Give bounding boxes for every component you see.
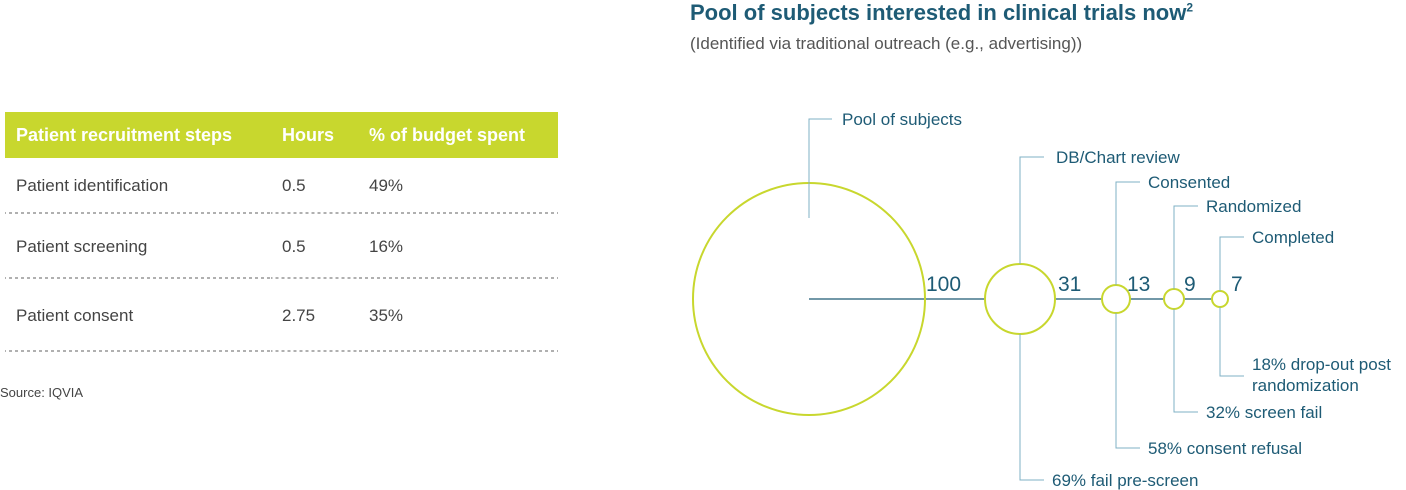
leader-dropout [1219, 307, 1244, 377]
cell-budget: 35% [358, 279, 558, 352]
leader-screen-fail [1173, 309, 1198, 413]
label-db-chart-review: DB/Chart review [1056, 148, 1180, 167]
leader-randomized [1173, 205, 1198, 289]
header-budget: % of budget spent [369, 124, 525, 145]
cell-budget: 16% [358, 214, 558, 279]
label-consented: Consented [1148, 173, 1230, 192]
recruitment-steps-table: Patient recruitment steps Hours % of bud… [5, 112, 558, 352]
label-randomized: Randomized [1206, 197, 1301, 216]
leader-consented [1115, 181, 1140, 285]
header-steps: Patient recruitment steps [16, 124, 233, 145]
label-fail-prescreen: 69% fail pre-screen [1052, 471, 1198, 490]
stage-circle-randomized [1163, 288, 1185, 310]
value-100: 100 [926, 273, 961, 296]
cell-step: Patient identification [5, 158, 271, 214]
label-screen-fail: 32% screen fail [1206, 403, 1322, 422]
table-row: Patient consent 2.75 35% [5, 279, 558, 352]
cell-hours: 2.75 [271, 279, 358, 352]
leader-pool [808, 118, 832, 218]
cell-step: Patient screening [5, 214, 271, 279]
table-row: Patient screening 0.5 16% [5, 214, 558, 279]
leader-consent-refusal [1115, 313, 1140, 449]
value-31: 31 [1058, 273, 1081, 296]
label-completed: Completed [1252, 228, 1334, 247]
leader-db-review [1019, 156, 1044, 264]
leader-fail-prescreen [1019, 334, 1044, 481]
stage-circle-completed [1211, 290, 1229, 308]
label-dropout-line1: 18% drop-out post [1252, 355, 1391, 374]
recruitment-table-container: Patient recruitment steps Hours % of bud… [5, 112, 558, 352]
cell-budget: 49% [358, 158, 558, 214]
stage-circle-db-review [984, 263, 1056, 335]
funnel-title-text: Pool of subjects interested in clinical … [690, 0, 1187, 25]
value-7: 7 [1231, 273, 1243, 296]
cell-hours: 0.5 [271, 158, 358, 214]
cell-step: Patient consent [5, 279, 271, 352]
cell-hours: 0.5 [271, 214, 358, 279]
value-13: 13 [1127, 273, 1150, 296]
table-header-row: Patient recruitment steps Hours % of bud… [5, 112, 558, 158]
stage-circle-consented [1101, 284, 1131, 314]
source-note: Source: IQVIA [0, 385, 84, 400]
table-row: Patient identification 0.5 49% [5, 158, 558, 214]
funnel-subtitle: (Identified via traditional outreach (e.… [690, 34, 1083, 53]
leader-completed [1219, 236, 1244, 291]
label-dropout-line2: randomization [1252, 376, 1359, 395]
header-hours: Hours [282, 124, 335, 145]
footnote-marker: 2 [1186, 0, 1194, 15]
label-consent-refusal: 58% consent refusal [1148, 439, 1302, 458]
funnel-title: Pool of subjects interested in clinical … [690, 0, 1193, 26]
label-pool-of-subjects: Pool of subjects [842, 110, 962, 129]
value-9: 9 [1184, 273, 1196, 296]
